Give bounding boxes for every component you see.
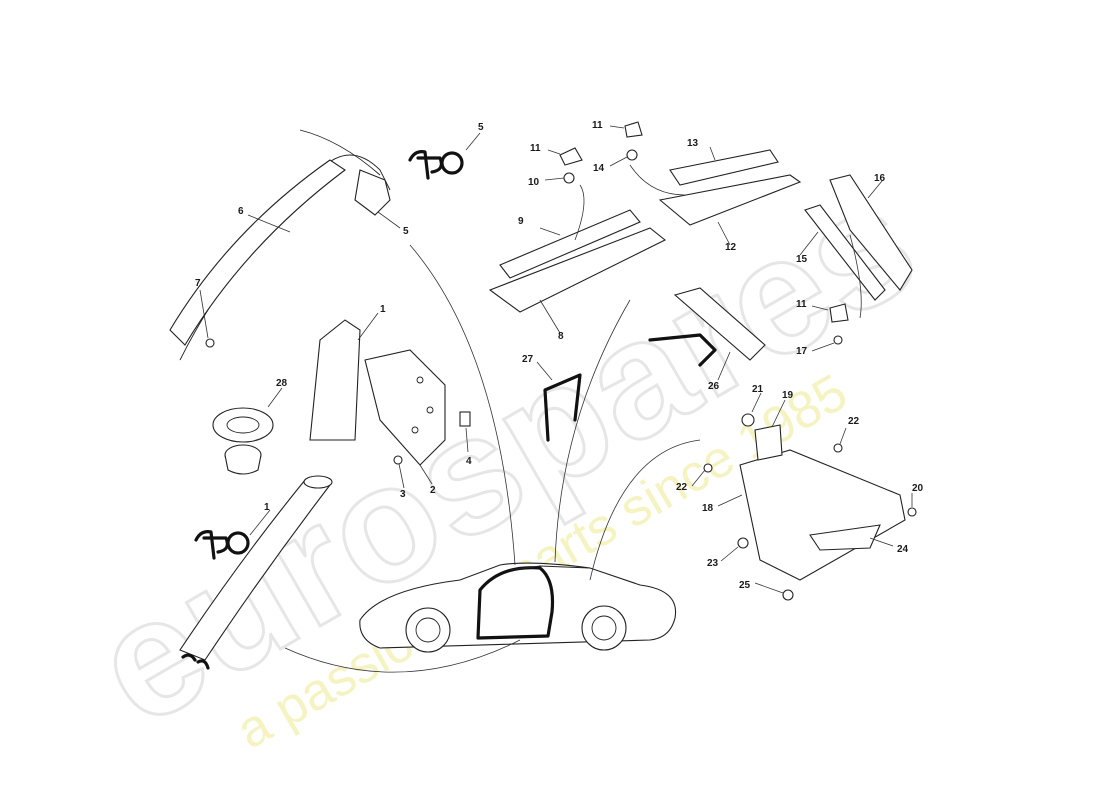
callout-18: 18 [702, 503, 714, 514]
callout-5-top: 5 [478, 122, 484, 133]
callout-ticks [199, 125, 913, 594]
screw-17 [833, 335, 843, 345]
seal-profile-1 [194, 530, 250, 560]
door-seal-on-car [476, 566, 555, 640]
panel-18 [739, 449, 906, 581]
callout-1-upper: 1 [380, 304, 386, 315]
callout-1-lower: 1 [264, 502, 270, 513]
washer-25 [782, 589, 794, 601]
callout-21: 21 [752, 384, 764, 395]
screw-20 [907, 507, 917, 517]
callout-8: 8 [558, 331, 564, 342]
seal-26-assembly [648, 287, 766, 367]
seal-15 [804, 204, 886, 301]
washer-23 [737, 537, 749, 549]
front-wheel [405, 607, 451, 653]
callout-27: 27 [522, 354, 534, 365]
clip-10 [563, 172, 575, 184]
callout-17: 17 [796, 346, 808, 357]
clip-4 [459, 411, 471, 427]
callout-24: 24 [897, 544, 909, 555]
callout-10: 10 [528, 177, 540, 188]
callout-11-top: 11 [592, 120, 603, 131]
callout-28: 28 [276, 378, 288, 389]
callout-4: 4 [466, 456, 472, 467]
screw-22a [703, 463, 713, 473]
door-hose-seal [179, 475, 333, 670]
callout-16: 16 [874, 173, 886, 184]
callout-9: 9 [518, 216, 524, 227]
rear-wheel [581, 605, 627, 651]
grommet-28 [212, 407, 274, 475]
callout-7: 7 [195, 278, 201, 289]
frame-corner [354, 169, 391, 216]
seal-27-assembly [543, 373, 582, 442]
callout-6: 6 [238, 206, 244, 217]
callout-3: 3 [400, 489, 406, 500]
clip-11a [559, 147, 583, 166]
screw-7 [205, 338, 215, 348]
seal-profile-5 [408, 150, 464, 180]
callout-15: 15 [796, 254, 808, 265]
windscreen-seal-6 [169, 159, 346, 346]
callout-14: 14 [593, 163, 605, 174]
rear-panel-assembly [703, 413, 917, 601]
seal-8 [488, 227, 667, 313]
callout-22-left: 22 [676, 482, 688, 493]
callout-22-right: 22 [848, 416, 860, 427]
callout-20: 20 [912, 483, 924, 494]
badge-24 [809, 524, 881, 551]
nut-21 [741, 413, 755, 427]
seal-13 [669, 149, 779, 186]
callout-25: 25 [739, 580, 751, 591]
callout-23: 23 [707, 558, 719, 569]
callout-11-left: 11 [530, 143, 541, 154]
callout-5-frame: 5 [403, 226, 409, 237]
pillar-seal-1 [309, 319, 361, 441]
callout-19: 19 [782, 390, 794, 401]
bracket-2 [364, 349, 446, 466]
clip-11b [624, 121, 643, 138]
clip-11c [829, 303, 849, 323]
callout-12: 12 [725, 242, 737, 253]
screw-22b [833, 443, 843, 453]
roof-rail-seals [488, 121, 802, 313]
quarter-seals [804, 174, 913, 345]
callout-labels: 6 7 1 2 3 4 5 5 9 8 10 11 11 14 13 12 15… [195, 120, 924, 591]
seal-12 [658, 174, 802, 226]
seal-9 [499, 209, 641, 279]
leader-lines [284, 164, 862, 673]
car-outline [359, 562, 677, 653]
clip-14 [626, 149, 638, 161]
bracket-19 [754, 424, 783, 461]
callout-26: 26 [708, 381, 720, 392]
callout-13: 13 [687, 138, 699, 149]
screw-3 [393, 455, 403, 465]
callout-2: 2 [430, 485, 436, 496]
windscreen-frame-assembly [169, 129, 391, 361]
pillar-bracket-assembly [309, 319, 471, 466]
callout-11-right: 11 [796, 299, 807, 310]
seal-16 [829, 174, 913, 291]
